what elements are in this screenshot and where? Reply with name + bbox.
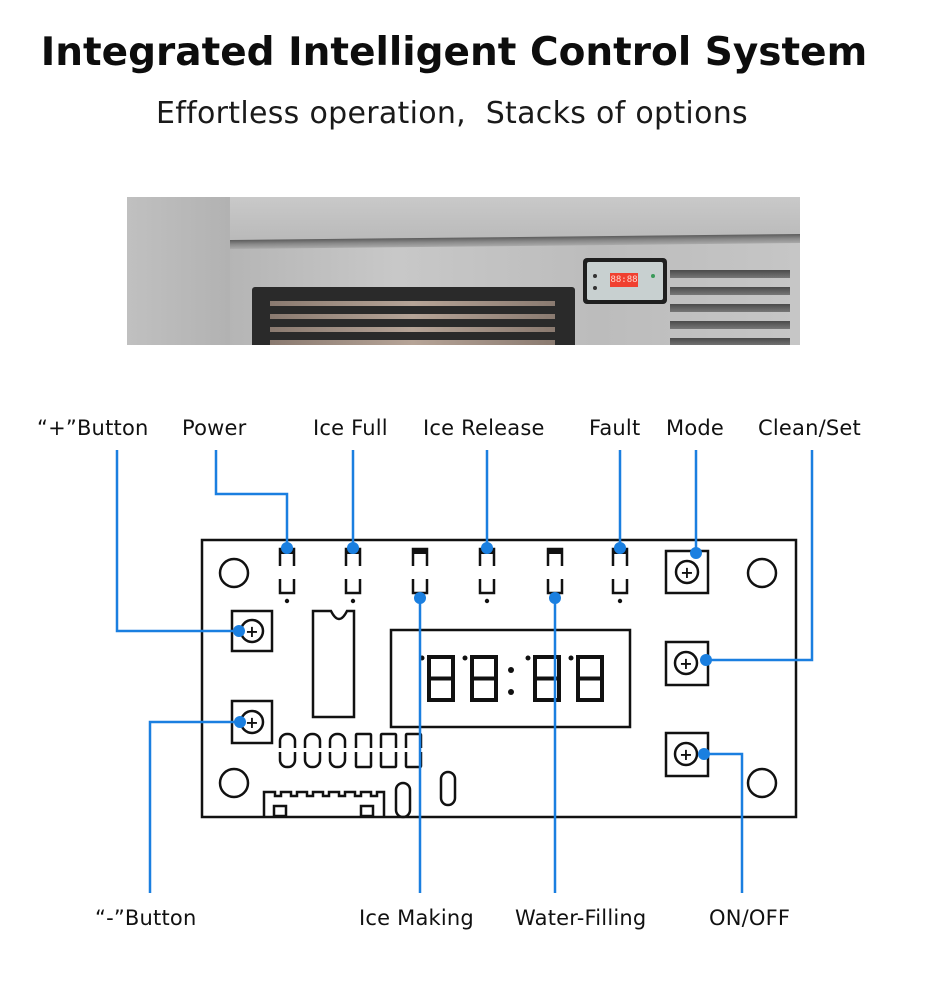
- label-plus-button: “+”Button: [37, 416, 149, 440]
- callout-dot: [347, 542, 359, 554]
- capacitor-pad: [394, 781, 412, 819]
- cabinet-side-panel: [127, 197, 230, 345]
- photo-panel-led: [593, 286, 597, 290]
- display-colon-dot: [508, 667, 514, 673]
- callout-dot: [481, 542, 493, 554]
- board-outline: [200, 538, 798, 819]
- display-digit: [462, 655, 498, 702]
- display-colon-dot: [508, 689, 514, 695]
- label-minus-button: “-”Button: [95, 906, 197, 930]
- callout-lines: [115, 450, 814, 893]
- label-clean-set: Clean/Set: [758, 416, 861, 440]
- grille-slat: [270, 301, 555, 306]
- side-vent: [670, 338, 790, 345]
- label-ice-release: Ice Release: [423, 416, 545, 440]
- mounting-hole-icon: [218, 557, 250, 589]
- page-subtitle: Effortless operation, Stacks of options: [156, 96, 748, 131]
- label-water-filling: Water-Filling: [515, 906, 647, 930]
- connector-pin: [359, 804, 375, 818]
- grille-slat: [270, 314, 555, 319]
- side-vent: [670, 287, 790, 295]
- page-title: Integrated Intelligent Control System: [40, 30, 868, 75]
- label-power: Power: [182, 416, 247, 440]
- label-on-off: ON/OFF: [709, 906, 791, 930]
- photo-panel-readout: 88:88: [610, 273, 638, 287]
- photo-panel-led: [651, 274, 655, 278]
- mounting-hole-icon: [746, 767, 778, 799]
- capacitor-pad: [439, 770, 457, 807]
- display-window: [389, 628, 632, 729]
- mounting-hole-icon: [746, 557, 778, 589]
- callout-dots: [233, 542, 712, 760]
- label-fault: Fault: [589, 416, 641, 440]
- side-vent: [670, 304, 790, 312]
- front-grille: [252, 287, 575, 345]
- callout-dot: [690, 547, 702, 559]
- product-photo: 88:88: [127, 197, 800, 345]
- callout-on-off: [704, 752, 744, 893]
- callout-plus-button: [115, 450, 239, 633]
- callout-power: [214, 450, 289, 547]
- decimal-dot: [462, 655, 468, 661]
- callout-dot: [700, 654, 712, 666]
- callout-dot: [614, 542, 626, 554]
- svg-text:+: +: [679, 745, 692, 764]
- callout-dot: [698, 748, 710, 760]
- callout-dot: [281, 542, 293, 554]
- callout-dot: [549, 592, 561, 604]
- svg-text:+: +: [245, 622, 258, 641]
- label-ice-full: Ice Full: [313, 416, 388, 440]
- display-digit: [568, 655, 604, 702]
- label-ice-making: Ice Making: [359, 906, 474, 930]
- connector-pin: [272, 804, 288, 818]
- svg-text:+: +: [680, 563, 693, 582]
- seven-segment-display: [419, 655, 604, 702]
- mode-button-icon: +: [664, 549, 710, 595]
- side-vent: [670, 270, 790, 278]
- grille-slat: [270, 327, 555, 332]
- callout-dot: [234, 716, 246, 728]
- display-digit: [525, 655, 561, 702]
- ic-chip-icon: [311, 609, 356, 719]
- photo-control-panel: 88:88: [583, 258, 667, 304]
- decimal-dot: [525, 655, 531, 661]
- callout-dot: [414, 592, 426, 604]
- svg-text:+: +: [245, 713, 258, 732]
- callout-clean-set: [706, 450, 814, 662]
- photo-panel-led: [593, 274, 597, 278]
- on-off-button-icon: +: [664, 731, 710, 778]
- svg-text:+: +: [679, 654, 692, 673]
- callout-minus-button: [148, 720, 240, 893]
- label-mode: Mode: [666, 416, 725, 440]
- callout-dot: [233, 625, 245, 637]
- side-vent: [670, 321, 790, 329]
- grille-slat: [270, 340, 555, 345]
- mounting-hole-icon: [218, 767, 250, 799]
- decimal-dot: [568, 655, 574, 661]
- connector-header: [262, 790, 386, 816]
